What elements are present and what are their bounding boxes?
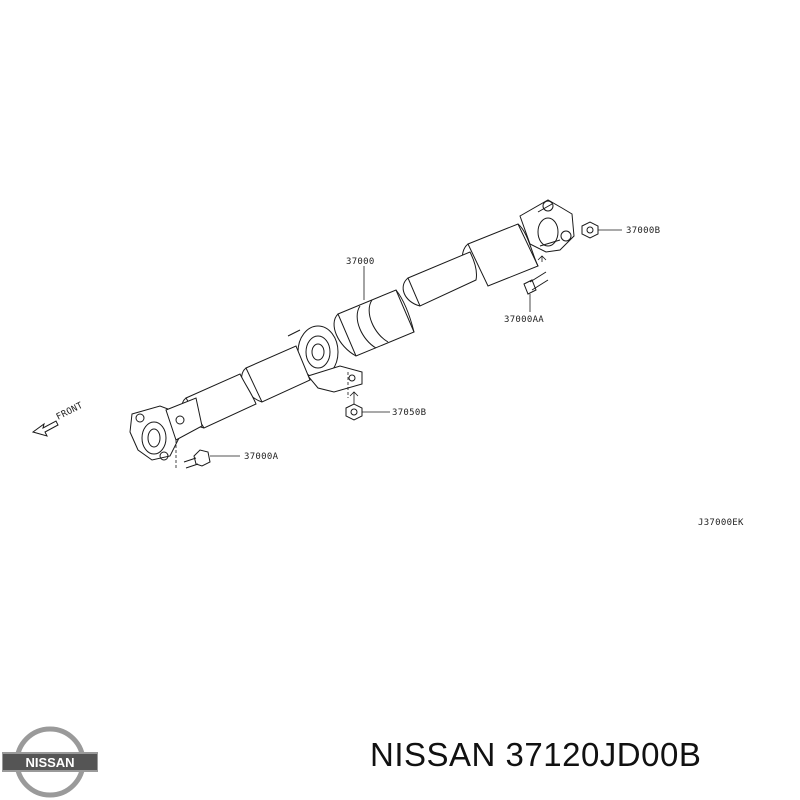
logo-wordmark: NISSAN — [25, 755, 74, 770]
front-yoke — [129, 397, 203, 461]
callout-37000AA: 37000AA — [504, 315, 544, 325]
callout-37000A: 37000A — [244, 452, 279, 462]
rear-tube — [402, 223, 539, 307]
center-bearing — [287, 325, 363, 393]
nissan-logo: NISSAN — [2, 726, 98, 798]
callout-37000: 37000 — [346, 257, 375, 267]
reference-code: J37000EK — [698, 518, 744, 528]
front-tube — [181, 345, 311, 429]
part-number-title: NISSAN 37120JD00B — [370, 736, 702, 773]
bolt-37000A — [175, 440, 211, 469]
front-arrow: FRONT — [31, 401, 85, 437]
rear-yoke — [519, 199, 575, 253]
middle-tube — [333, 289, 415, 357]
nut-37000B — [581, 221, 599, 239]
front-label: FRONT — [55, 401, 85, 423]
nut-37050B — [345, 391, 363, 421]
bolt-37000AA — [523, 255, 549, 295]
callout-37050B: 37050B — [392, 408, 426, 418]
callout-37000B: 37000B — [626, 226, 660, 236]
